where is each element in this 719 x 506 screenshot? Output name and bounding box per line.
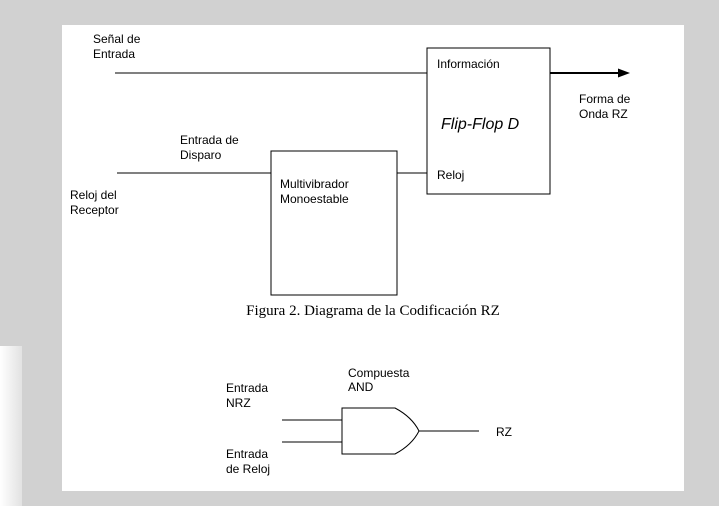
diagram-svg: Señal de Entrada Información Flip-Flop D… [70,32,631,476]
and-gate-symbol [341,407,420,455]
input-signal-label-line1: Señal de [93,32,141,46]
gate-label-line2: AND [348,380,374,394]
monostable-multivibrator-block [270,150,398,296]
receiver-clock-label-line1: Reloj del [70,188,117,202]
side-shadow [0,346,22,506]
and-gate-diagram: Compuesta AND Entrada NRZ RZ Entrada de … [226,366,512,476]
flip-flop-d-block [426,47,551,195]
output-arrowhead [618,68,630,78]
flip-flop-data-port-label: Información [437,57,500,71]
trigger-input-label-line1: Entrada de [180,133,239,147]
monostable-label-line1: Multivibrador [280,177,349,191]
gate-label-line1: Compuesta [348,366,410,380]
monostable-label-line2: Monoestable [280,192,349,206]
diagram-canvas: Señal de Entrada Información Flip-Flop D… [62,25,684,491]
rz-output-label: RZ [496,425,512,439]
clock-input-label-line1: Entrada [226,447,268,461]
output-label-line1: Forma de [579,92,631,106]
output-label-line2: Onda RZ [579,107,628,121]
rz-encoder-diagram: Señal de Entrada Información Flip-Flop D… [70,32,631,296]
receiver-clock-label-line2: Receptor [70,203,119,217]
flip-flop-title: Flip-Flop D [441,116,520,133]
nrz-input-label-line1: Entrada [226,381,268,395]
clock-input-label-line2: de Reloj [226,462,270,476]
trigger-input-label-line2: Disparo [180,148,222,162]
nrz-input-label-line2: NRZ [226,396,251,410]
flip-flop-clock-port-label: Reloj [437,168,464,182]
figure-caption: Figura 2. Diagrama de la Codificación RZ [246,303,500,319]
input-signal-label-line2: Entrada [93,47,135,61]
